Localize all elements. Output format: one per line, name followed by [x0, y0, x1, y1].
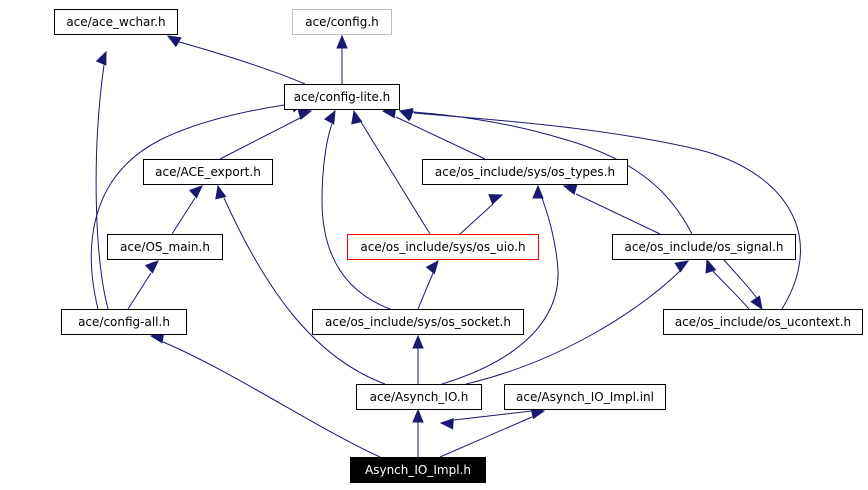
edge-line [219, 117, 301, 160]
arrowhead-icon [425, 259, 439, 275]
edge-line [459, 203, 494, 235]
arrowhead-icon [324, 109, 336, 125]
edge-line [417, 272, 434, 310]
edge-asynch-io-impl-to-config-all [149, 332, 381, 458]
edge-line [127, 272, 152, 310]
edge-line [321, 123, 391, 310]
arrowhead-icon [532, 184, 544, 199]
edge-line [441, 197, 559, 385]
edge-os-uio-to-os-types [459, 194, 504, 235]
node-asynch-io-impl-inl[interactable]: ace/Asynch_IO_Impl.inl [504, 384, 666, 410]
arrowhead-icon [95, 50, 107, 66]
arrowhead-icon [336, 34, 348, 49]
arrowhead-icon [488, 194, 504, 205]
arrowhead-icon [412, 408, 424, 423]
node-os-ucontext-h[interactable]: ace/os_include/os_ucontext.h [663, 309, 863, 335]
edge-config-all-to-ace-wchar [95, 50, 109, 310]
arrowhead-icon [188, 185, 203, 199]
edge-asynch-io-to-os-socket [412, 334, 424, 384]
edge-line [223, 197, 386, 385]
arrowhead-icon [705, 258, 717, 274]
arrowhead-icon [297, 108, 313, 120]
edge-line [90, 103, 292, 310]
edge-line [711, 269, 750, 310]
node-config-lite-h[interactable]: ace/config-lite.h [284, 84, 400, 110]
edge-os-main-to-ace-export [171, 185, 203, 235]
edge-line [439, 416, 533, 458]
arrowhead-icon [144, 260, 159, 274]
edge-line [95, 64, 109, 310]
arrowhead-icon [351, 109, 363, 125]
edge-line [465, 270, 681, 385]
node-ace-export-h[interactable]: ace/ACE_export.h [143, 159, 273, 185]
arrowhead-icon [166, 35, 182, 48]
arrowhead-icon [439, 418, 454, 430]
edge-asynch-io-to-os-signal [465, 260, 690, 385]
arrowhead-icon [562, 183, 578, 195]
edge-line [360, 121, 431, 235]
node-os-socket-h[interactable]: ace/os_include/sys/os_socket.h [312, 309, 524, 335]
edge-line [162, 341, 381, 458]
edge-asynch-io-impl-to-asynch-io [412, 408, 424, 457]
edge-asynch-io-impl-inl-to-asynch-io [439, 409, 541, 430]
arrowhead-icon [398, 110, 414, 122]
edge-line [413, 112, 801, 310]
edge-line [175, 40, 306, 85]
edge-line [395, 116, 486, 160]
node-asynch-io-impl-h-current: Asynch_IO_Impl.h [350, 457, 486, 483]
edge-config-lite-to-config [336, 34, 348, 84]
node-config-all-h[interactable]: ace/config-all.h [61, 309, 187, 335]
node-os-uio-h[interactable]: ace/os_include/sys/os_uio.h [347, 234, 539, 260]
edge-os-signal-to-os-types [562, 183, 661, 235]
edge-os-uio-to-config-lite [351, 109, 431, 235]
node-config-h[interactable]: ace/config.h [292, 9, 392, 35]
node-os-types-h[interactable]: ace/os_include/sys/os_types.h [422, 159, 628, 185]
edge-os-signal-to-os-ucontext [723, 259, 763, 311]
edge-config-all-to-os-main [127, 260, 159, 310]
edge-line [723, 259, 759, 301]
arrowhead-icon [412, 334, 424, 349]
node-os-signal-h[interactable]: ace/os_include/os_signal.h [612, 234, 796, 260]
node-os-main-h[interactable]: ace/OS_main.h [107, 234, 223, 260]
edge-line [453, 409, 541, 421]
edge-ace-export-to-config-lite [219, 108, 313, 160]
edge-os-socket-to-config-lite [321, 109, 391, 310]
arrowhead-icon [750, 295, 763, 311]
edge-os-types-to-config-lite [381, 106, 486, 160]
edge-asynch-io-to-os-types [441, 184, 559, 385]
edge-line [171, 197, 196, 235]
edge-config-lite-to-ace-wchar [166, 35, 306, 85]
arrowhead-icon [215, 184, 227, 200]
node-asynch-io-h[interactable]: ace/Asynch_IO.h [356, 384, 482, 410]
edge-os-ucontext-to-config-lite [398, 110, 801, 310]
arrowhead-icon [530, 407, 546, 420]
arrowhead-icon [674, 260, 690, 273]
node-ace-wchar-h[interactable]: ace/ace_wchar.h [54, 9, 178, 35]
edge-os-ucontext-to-os-signal [705, 258, 750, 310]
edge-asynch-io-to-ace-export [215, 184, 386, 385]
edge-line [575, 193, 661, 235]
edge-os-socket-to-os-uio [417, 259, 439, 310]
